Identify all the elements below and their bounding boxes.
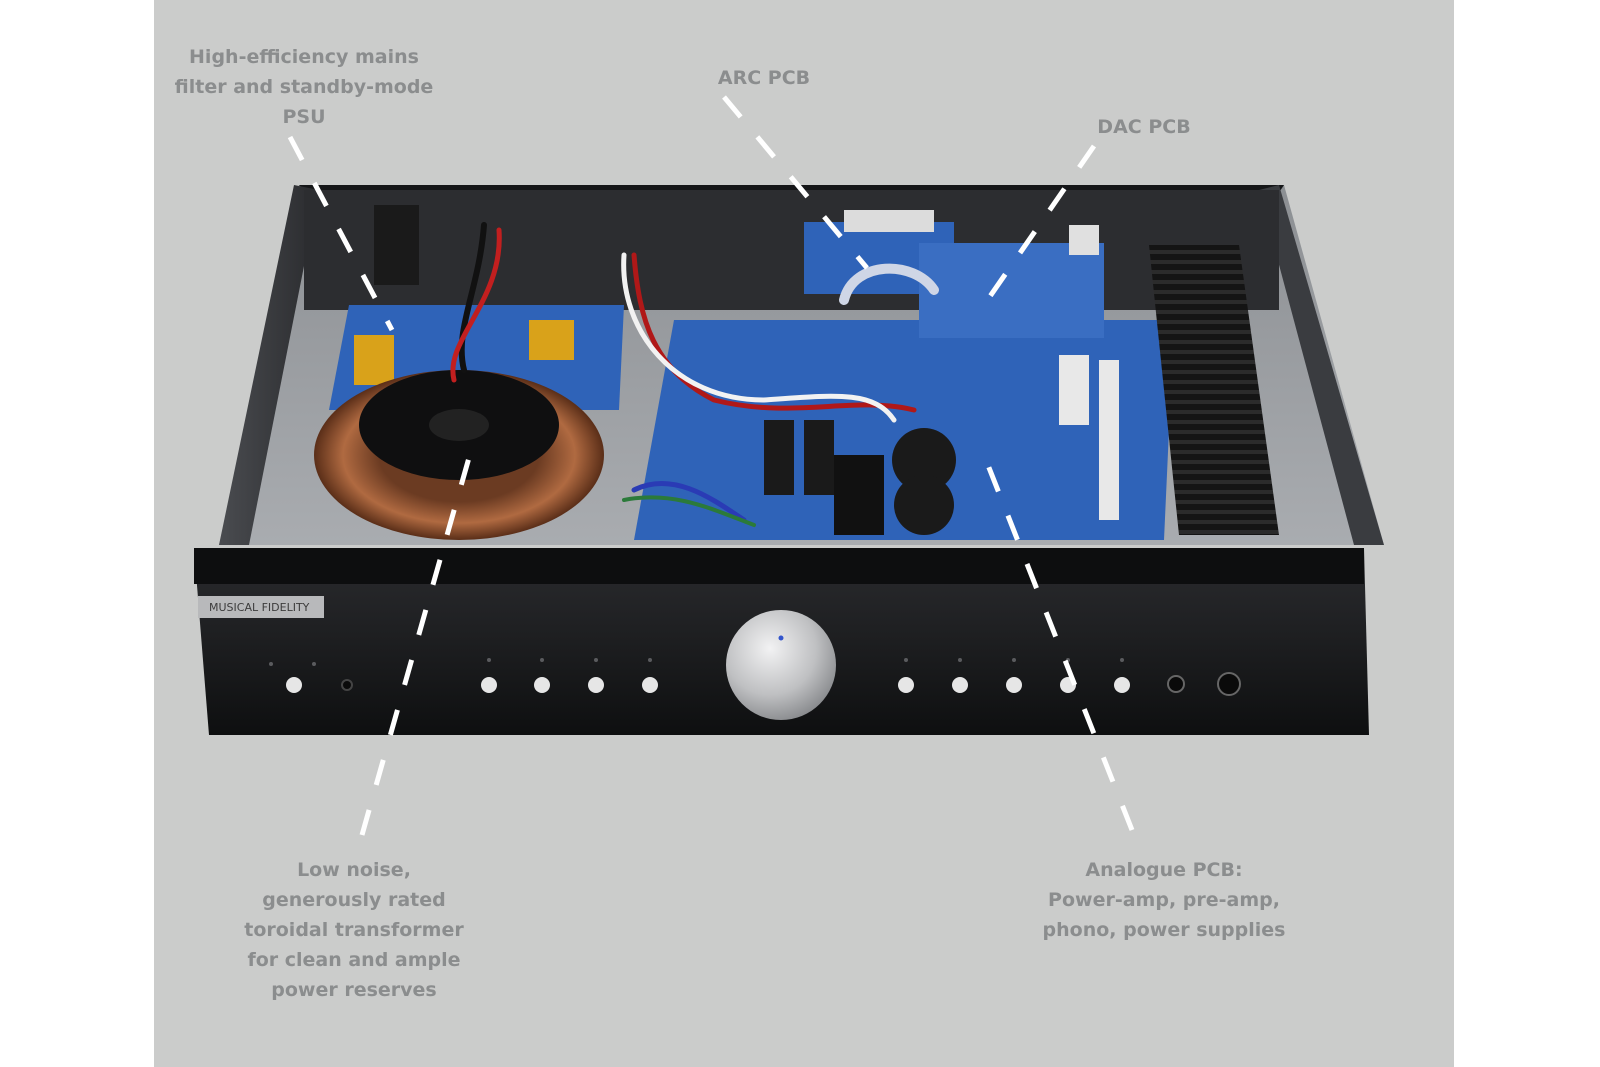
input-button-icon[interactable] (952, 677, 968, 693)
annotation-toroidal-transformer: Low noise, generously rated toroidal tra… (244, 859, 464, 1001)
diagram-canvas: MUSICAL FIDELITY (154, 0, 1454, 1067)
input-button-icon[interactable] (1114, 677, 1130, 693)
input-button-icon[interactable] (1006, 677, 1022, 693)
volume-knob-icon[interactable] (726, 610, 836, 720)
annotation-dac-pcb: DAC PCB (1097, 116, 1191, 138)
input-button-icon[interactable] (588, 677, 604, 693)
headphone-jack-icon[interactable] (1217, 672, 1241, 696)
input-button-icon[interactable] (481, 677, 497, 693)
svg-text:MUSICAL FIDELITY: MUSICAL FIDELITY (209, 601, 310, 614)
annotation-mains-filter: High-efficiency mains filter and standby… (174, 46, 434, 128)
led-icon (269, 658, 1124, 666)
annotation-analogue-pcb: Analogue PCB: Power-amp, pre-amp, phono,… (1042, 859, 1286, 941)
input-button-icon[interactable] (534, 677, 550, 693)
annotation-arc-pcb: ARC PCB (717, 67, 811, 89)
input-button-icon[interactable] (642, 677, 658, 693)
aux-input-jack-icon[interactable] (1167, 675, 1185, 693)
analogue-pcb (634, 320, 1174, 540)
heatsink (1149, 245, 1279, 535)
input-button-icon[interactable] (1060, 677, 1076, 693)
toroidal-transformer (314, 370, 604, 540)
cables (450, 222, 939, 527)
ir-sensor-icon (341, 679, 353, 691)
input-button-icon[interactable] (898, 677, 914, 693)
standby-button-icon[interactable] (286, 677, 302, 693)
